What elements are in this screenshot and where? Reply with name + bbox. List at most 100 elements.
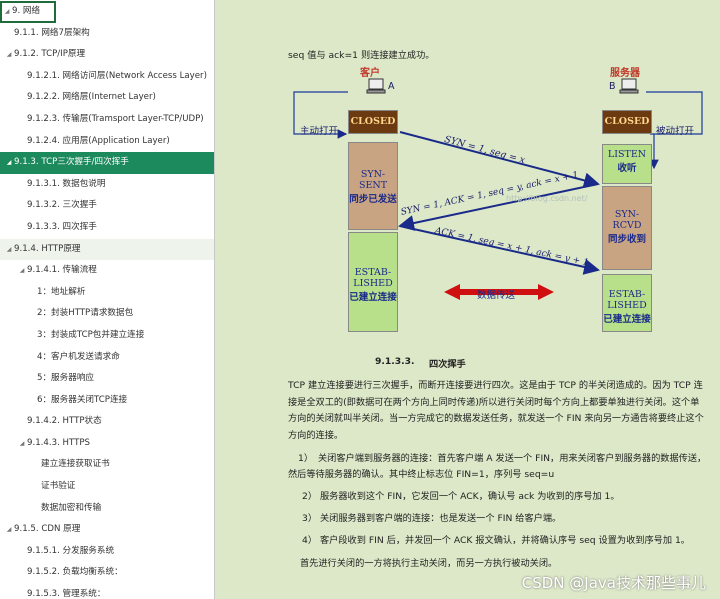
toc-item-label: 4：客户机发送请求命 bbox=[37, 351, 120, 362]
toc-item-label: 1：地址解析 bbox=[37, 286, 86, 297]
passive-open-bracket bbox=[646, 91, 703, 135]
section-title: 四次挥手 bbox=[429, 359, 466, 370]
step-number: 2） bbox=[302, 491, 318, 502]
step-text: 然后等待服务器的确认。其中终止标志位 FIN=1，序列号 seq=u bbox=[288, 469, 555, 480]
toc-item[interactable]: 9.1.5.3. 管理系统： bbox=[0, 584, 214, 599]
toc-item[interactable]: 5：服务器响应 bbox=[0, 368, 214, 390]
toc-item[interactable]: ◢9. 网络 bbox=[0, 1, 56, 23]
toc-item-label: 9.1.2. TCP/IP原理 bbox=[14, 49, 86, 60]
active-open-label: 主动打开 bbox=[300, 126, 339, 137]
toc-item-label: 9.1.1. 网络7层架构 bbox=[14, 27, 90, 38]
section-number: 9.1.3.3. bbox=[375, 356, 415, 367]
syn-ack-arrow bbox=[398, 183, 599, 231]
toc-item[interactable]: 1：地址解析 bbox=[0, 282, 214, 304]
server-computer-icon bbox=[619, 78, 639, 94]
syn-arrow bbox=[399, 131, 600, 189]
data-transfer-arrow bbox=[444, 284, 554, 300]
syn-rcvd-state: SYN-RCVD 同步收到 bbox=[602, 186, 652, 270]
estab-left-label: ESTAB-LISHED bbox=[353, 267, 393, 289]
toc-item[interactable]: 9.1.5.1. 分发服务系统 bbox=[0, 541, 214, 563]
toc-item[interactable]: 证书验证 bbox=[0, 476, 214, 498]
diagram-arrows bbox=[293, 91, 703, 300]
toc-item-label: 9.1.4.1. 传输流程 bbox=[27, 265, 97, 276]
toc-item[interactable]: ◢9.1.4. HTTP原理 bbox=[0, 238, 214, 261]
toc-item-label: 9.1.3.1. 数据包说明 bbox=[27, 178, 106, 189]
toc-item[interactable]: ◢9.1.3. TCP三次握手/四次挥手 bbox=[0, 152, 214, 174]
toc-item[interactable]: 3：封装成TCP包并建立连接 bbox=[0, 325, 214, 347]
toc-item[interactable]: ◢9.1.4.3. HTTPS bbox=[0, 433, 214, 455]
estab-left-cn: 已建立连接 bbox=[349, 292, 397, 303]
toc-item[interactable]: 9.1.3.1. 数据包说明 bbox=[0, 174, 214, 196]
step-number: 1） bbox=[298, 453, 314, 464]
toc-item-label: 2：封装HTTP请求数据包 bbox=[37, 308, 134, 319]
toc-item[interactable]: 9.1.2.2. 网络层(Internet Layer) bbox=[0, 87, 214, 109]
toc-item-label: 9. 网络 bbox=[12, 6, 41, 16]
document-content: seq 值与 ack=1 则连接建立成功。 客户 A bbox=[216, 0, 720, 599]
client-closed-state: CLOSED bbox=[348, 110, 398, 134]
diagram-watermark: http://blog.csdn.net/ bbox=[506, 194, 588, 203]
toc-item[interactable]: 9.1.3.3. 四次挥手 bbox=[0, 217, 214, 239]
estab-right-cn: 已建立连接 bbox=[603, 314, 651, 325]
collapse-triangle-icon[interactable]: ◢ bbox=[6, 51, 12, 59]
toc-item-label: 9.1.5.1. 分发服务系统 bbox=[27, 545, 115, 556]
handshake-diagram: 客户 A 服务器 B 主动打开 被动打开 CLOSED CLOSED SYN-S… bbox=[276, 58, 720, 338]
collapse-triangle-icon[interactable]: ◢ bbox=[6, 159, 12, 167]
paragraph-line: TCP 建立连接要进行三次握手，而断开连接要进行四次。这是由于 TCP 的半关闭… bbox=[288, 380, 703, 391]
server-letter: B bbox=[609, 81, 616, 92]
syn-sent-label: SYN-SENT bbox=[358, 169, 388, 191]
toc-item[interactable]: 2：封装HTTP请求数据包 bbox=[0, 303, 214, 325]
collapse-triangle-icon[interactable]: ◢ bbox=[4, 8, 10, 15]
toc-item-label: 9.1.4.3. HTTPS bbox=[27, 437, 90, 448]
ack-arrow bbox=[399, 225, 600, 275]
toc-item[interactable]: ◢9.1.5. CDN 原理 bbox=[0, 519, 214, 541]
passive-open-label: 被动打开 bbox=[656, 126, 695, 137]
collapse-triangle-icon[interactable]: ◢ bbox=[6, 245, 12, 253]
data-transfer-label: 数据传送 bbox=[477, 290, 516, 301]
estab-right-label: ESTAB-LISHED bbox=[607, 289, 647, 311]
client-letter: A bbox=[388, 81, 395, 92]
syn-rcvd-cn: 同步收到 bbox=[607, 234, 646, 245]
toc-item-label: 建立连接获取证书 bbox=[41, 459, 110, 470]
toc-item[interactable]: 9.1.1. 网络7层架构 bbox=[0, 23, 214, 45]
paragraph-line: 方向的关闭就叫半关闭。当一方完成它的数据发送任务，就发送一个 FIN 来向另一方… bbox=[288, 413, 704, 424]
server-title: 服务器 bbox=[610, 68, 640, 79]
step-text: 服务器收到这个 FIN，它发回一个 ACK，确认号 ack 为收到的序号加 1。 bbox=[320, 491, 620, 502]
toc-item-label: 9.1.3. TCP三次握手/四次挥手 bbox=[14, 157, 129, 168]
toc-item[interactable]: 4：客户机发送请求命 bbox=[0, 347, 214, 369]
toc-item[interactable]: ◢9.1.2. TCP/IP原理 bbox=[0, 44, 214, 66]
toc-item-label: 9.1.2.2. 网络层(Internet Layer) bbox=[27, 92, 156, 103]
toc-item-label: 9.1.2.3. 传输层(Tramsport Layer-TCP/UDP) bbox=[27, 113, 204, 124]
toc-item[interactable]: 9.1.4.2. HTTP状态 bbox=[0, 411, 214, 433]
toc-item[interactable]: 数据加密和传输 bbox=[0, 498, 214, 520]
step-number: 4） bbox=[302, 535, 318, 546]
toc-item[interactable]: 9.1.2.4. 应用层(Application Layer) bbox=[0, 131, 214, 153]
toc-item[interactable]: 9.1.3.2. 三次握手 bbox=[0, 195, 214, 217]
final-line: 首先进行关闭的一方将执行主动关闭，而另一方执行被动关闭。 bbox=[300, 558, 558, 569]
toc-item[interactable]: ◢9.1.4.1. 传输流程 bbox=[0, 260, 214, 282]
listen-label: LISTEN bbox=[607, 149, 647, 160]
toc-item-label: 数据加密和传输 bbox=[41, 502, 102, 513]
paragraph-line: 方向的连接。 bbox=[288, 429, 344, 441]
client-computer-icon bbox=[366, 78, 386, 94]
top-line: seq 值与 ack=1 则连接建立成功。 bbox=[288, 50, 435, 61]
toc-item[interactable]: 9.1.2.3. 传输层(Tramsport Layer-TCP/UDP) bbox=[0, 109, 214, 131]
collapse-triangle-icon[interactable]: ◢ bbox=[19, 267, 25, 275]
toc-item[interactable]: 建立连接获取证书 bbox=[0, 454, 214, 476]
collapse-triangle-icon[interactable]: ◢ bbox=[19, 439, 25, 447]
toc-item-label: 9.1.5. CDN 原理 bbox=[14, 524, 81, 535]
toc-item[interactable]: 6：服务器关闭TCP连接 bbox=[0, 390, 214, 412]
client-established-state: ESTAB-LISHED 已建立连接 bbox=[348, 232, 398, 332]
toc-item-label: 9.1.4. HTTP原理 bbox=[14, 243, 81, 254]
toc-item-label: 9.1.5.3. 管理系统： bbox=[27, 589, 106, 599]
server-established-state: ESTAB-LISHED 已建立连接 bbox=[602, 274, 652, 332]
collapse-triangle-icon[interactable]: ◢ bbox=[6, 526, 12, 534]
paragraph-line: 接是全双工的(即数据可在两个方向上同时传递)所以进行关闭时每个方向上都要单独进行… bbox=[288, 396, 700, 408]
toc-item-label: 9.1.2.4. 应用层(Application Layer) bbox=[27, 135, 170, 146]
syn-rcvd-label: SYN-RCVD bbox=[612, 209, 642, 231]
toc-item[interactable]: 9.1.5.2. 负载均衡系统： bbox=[0, 562, 214, 584]
csdn-watermark: CSDN @Java技术那些事儿 bbox=[521, 574, 706, 592]
toc-item[interactable]: 9.1.2.1. 网络访问层(Network Access Layer) bbox=[0, 66, 214, 88]
step-text: 关闭服务器到客户端的连接：也是发送一个 FIN 给客户端。 bbox=[320, 513, 562, 524]
step-number: 3） bbox=[302, 513, 318, 524]
